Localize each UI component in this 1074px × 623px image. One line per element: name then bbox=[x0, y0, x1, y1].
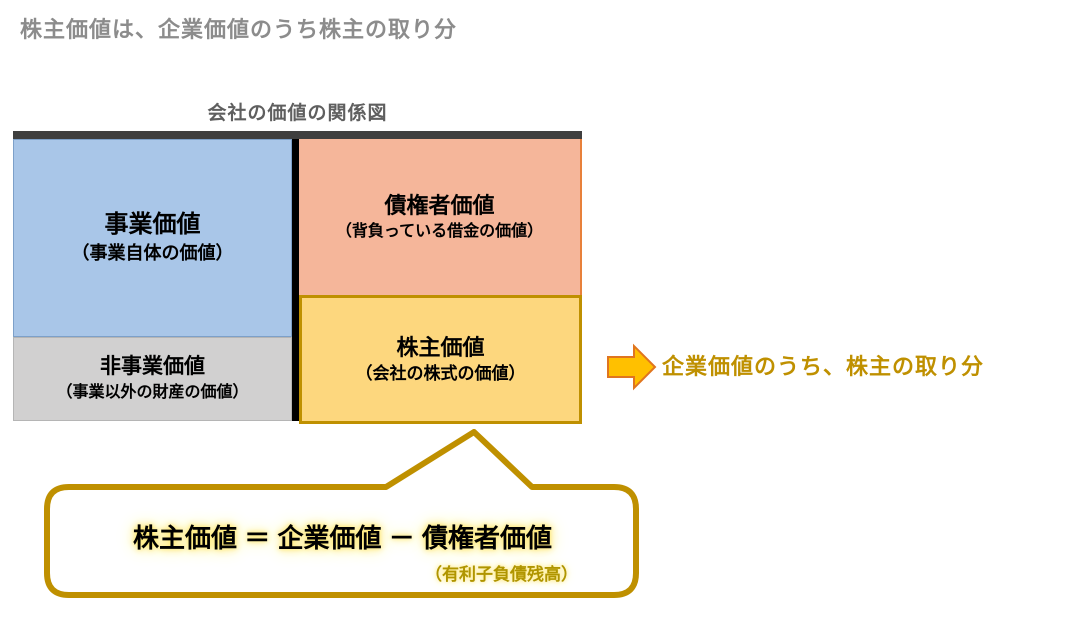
page-title: 株主価値は、企業価値のうち株主の取り分 bbox=[20, 17, 458, 42]
non-business-value-box: 非事業価値 （事業以外の財産の価値） bbox=[13, 337, 292, 421]
business-value-label: 事業価値 bbox=[104, 211, 201, 239]
shareholder-value-box: 株主価値 （会社の株式の価値） bbox=[299, 295, 582, 424]
company-value-diagram: 事業価値 （事業自体の価値） 非事業価値 （事業以外の財産の価値） 債権者価値 … bbox=[13, 131, 582, 424]
annotation-text: 企業価値のうち、株主の取り分 bbox=[662, 354, 985, 379]
shareholder-value-label: 株主価値 bbox=[396, 334, 485, 360]
formula-note: （有利子負債残高） bbox=[425, 565, 578, 584]
non-business-value-sublabel: （事業以外の財産の価値） bbox=[56, 384, 249, 402]
creditor-value-label: 債権者価値 bbox=[384, 192, 495, 218]
diagram-vertical-divider bbox=[292, 139, 299, 421]
business-value-sublabel: （事業自体の価値） bbox=[71, 243, 234, 263]
creditor-value-sublabel: （背負っている借金の価値） bbox=[335, 223, 544, 241]
diagram-title: 会社の価値の関係図 bbox=[207, 103, 388, 124]
business-value-box: 事業価値 （事業自体の価値） bbox=[13, 139, 292, 337]
creditor-value-box: 債権者価値 （背負っている借金の価値） bbox=[299, 139, 582, 295]
shareholder-value-formula: 株主価値 ＝ 企業価値 － 債権者価値 bbox=[133, 523, 552, 553]
right-block-arrow-icon bbox=[607, 343, 657, 391]
formula-callout-bubble bbox=[44, 429, 639, 598]
shareholder-value-sublabel: （会社の株式の価値） bbox=[355, 363, 526, 383]
non-business-value-label: 非事業価値 bbox=[100, 355, 205, 379]
diagram-top-bar bbox=[13, 131, 582, 139]
